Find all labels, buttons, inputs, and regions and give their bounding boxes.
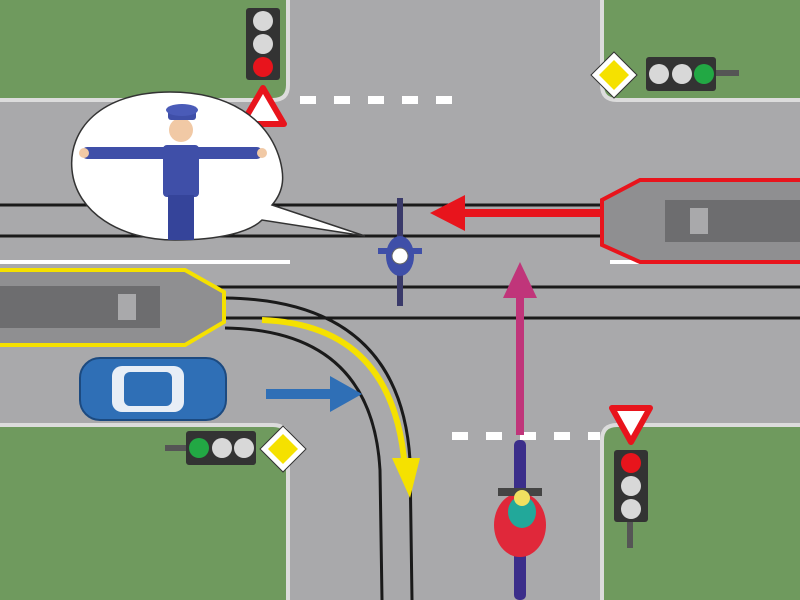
traffic-light-bottom-right (614, 450, 648, 548)
yellow-arrowhead (392, 458, 420, 498)
grass-top-left (0, 0, 290, 102)
traffic-light-top-left (246, 8, 280, 80)
blue-arrow (266, 376, 362, 412)
priority-road-diamond-icon (259, 425, 307, 473)
red-arrow (430, 195, 600, 231)
yellow-route-arrow (261, 317, 408, 471)
stop-lines (300, 96, 600, 440)
grass-bottom-right (600, 423, 800, 600)
magenta-arrow (503, 262, 537, 435)
blue-car (79, 357, 227, 421)
cyclist (378, 198, 422, 306)
give-way-inverted-triangle-icon (609, 405, 653, 445)
tram-red (600, 178, 800, 264)
tram-yellow (0, 268, 226, 347)
priority-road-diamond-icon (590, 51, 638, 99)
traffic-officer (79, 104, 267, 240)
traffic-light-top-right (646, 57, 739, 91)
motorcyclist (494, 440, 546, 600)
speech-bubble (70, 91, 366, 241)
give-way-triangle-icon (239, 85, 287, 127)
traffic-light-bottom-left (165, 431, 256, 465)
